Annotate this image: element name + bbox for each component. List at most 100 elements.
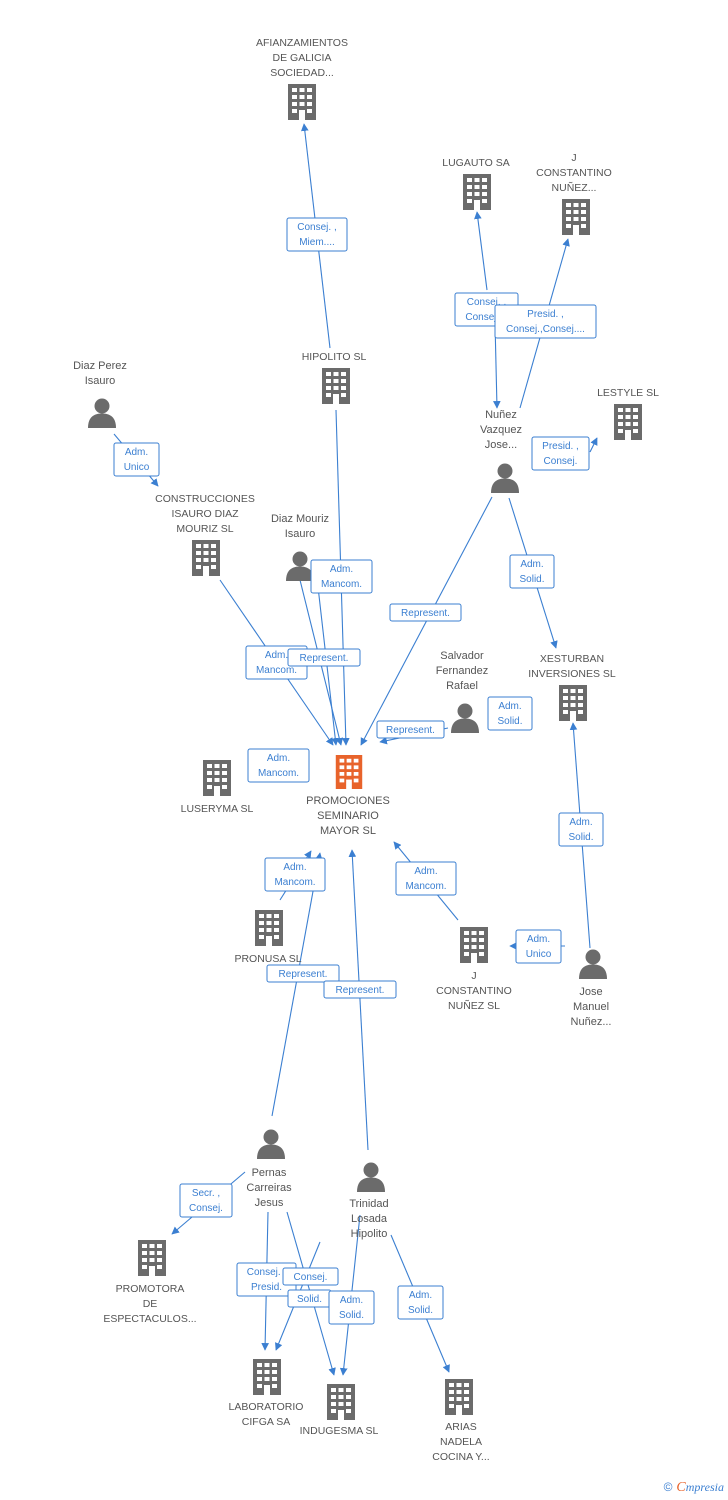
relation-tag-text: Consej. [189, 1203, 223, 1214]
relation-tag-text: Solid. [519, 574, 544, 585]
person-icon [491, 463, 519, 493]
node-label-line: HIPOLITO SL [302, 351, 367, 363]
relation-tag-box [558, 812, 604, 847]
relation-tag-text: Adm. [527, 934, 550, 945]
node-hipolito[interactable]: HIPOLITO SL [302, 351, 367, 404]
relation-tag[interactable]: Presid. ,Consej.,Consej.... [494, 304, 597, 339]
relation-tag-text: Solid. [497, 716, 522, 727]
node-lugauto[interactable]: LUGAUTO SA [442, 157, 510, 210]
relation-tag[interactable]: Secr. , Consej. [179, 1183, 233, 1218]
relation-tag[interactable]: Adm.Solid. [328, 1290, 375, 1325]
node-label-line: Hipolito [351, 1228, 388, 1240]
relation-tag-box [264, 857, 326, 892]
relation-tag-text: Solid. [297, 1294, 322, 1305]
relation-tag-box [531, 436, 590, 471]
relation-tag[interactable]: Adm.Solid. [487, 696, 533, 731]
building-icon [463, 174, 491, 210]
relation-tag-text: Represent. [401, 608, 450, 619]
node-luseryma[interactable]: LUSERYMA SL [181, 760, 254, 815]
node-label-line: Carreiras [246, 1182, 292, 1194]
node-label-line: Rafael [446, 680, 478, 692]
relation-tag-text: Secr. , [192, 1188, 220, 1199]
relation-tag-text: Consej. , [297, 222, 336, 233]
building-icon [192, 540, 220, 576]
node-indugesma[interactable]: INDUGESMA SL [300, 1384, 379, 1437]
node-label: PRONUSA SL [234, 953, 301, 965]
relation-tag-text: Represent. [279, 969, 328, 980]
relation-tag[interactable]: Represent. [389, 603, 462, 622]
relation-tag-text: Presid. , [542, 441, 579, 452]
relation-tag-text: Adm. [125, 447, 148, 458]
relation-tag-box [328, 1290, 375, 1325]
node-label-line: Diaz Mouriz [271, 513, 329, 525]
node-label-line: CONSTRUCCIONES [155, 493, 255, 505]
relation-tag[interactable]: Adm.Mancom. [264, 857, 326, 892]
node-label-line: LUSERYMA SL [181, 803, 254, 815]
relation-tag[interactable]: Represent. [376, 720, 445, 739]
relation-tag-text: Adm. [283, 862, 306, 873]
building-icon [255, 910, 283, 946]
relation-tag-box [487, 696, 533, 731]
relation-tag-text: Adm. [330, 564, 353, 575]
node-label-line: MAYOR SL [320, 825, 376, 837]
relation-tag-box [395, 861, 457, 896]
node-label-line: Isauro [85, 375, 116, 387]
node-label: INDUGESMA SL [300, 1425, 379, 1437]
node-label-line: INVERSIONES SL [528, 668, 616, 680]
relation-tag[interactable]: Adm.Mancom. [247, 748, 310, 783]
relation-tag[interactable]: Adm.Mancom. [395, 861, 457, 896]
node-lestyle[interactable]: LESTYLE SL [597, 387, 659, 440]
relation-tag[interactable]: Consej. ,Miem.... [286, 217, 348, 252]
node-label-line: Nuñez... [571, 1016, 612, 1028]
relation-tag[interactable]: Represent. [287, 648, 361, 667]
node-label-line: Nuñez [485, 409, 517, 421]
relation-tag[interactable]: Adm.Solid. [397, 1285, 444, 1320]
relation-tag-box [113, 442, 160, 477]
relation-tag[interactable]: Adm.Unico [515, 929, 562, 964]
relation-tag-text: Presid. [251, 1282, 282, 1293]
building-icon [327, 1384, 355, 1420]
relation-tag[interactable]: Adm.Solid. [509, 554, 555, 589]
node-label-line: SEMINARIO [317, 810, 379, 822]
relation-tag[interactable]: Represent. [266, 964, 340, 983]
relation-tag[interactable]: Adm.Solid. [558, 812, 604, 847]
relation-tag[interactable]: Represent. [323, 980, 397, 999]
node-label-line: Manuel [573, 1001, 609, 1013]
node-pronusa[interactable]: PRONUSA SL [234, 910, 302, 965]
relation-tag-text: Adm. [569, 817, 592, 828]
node-label-line: ESPECTACULOS... [103, 1313, 196, 1325]
node-label-line: ARIAS [445, 1421, 477, 1433]
relation-tag[interactable]: Consej. [282, 1267, 339, 1286]
relation-tag[interactable]: Presid. ,Consej. [531, 436, 590, 471]
node-label-line: NUÑEZ SL [448, 999, 500, 1012]
node-label-line: Jose [579, 986, 602, 998]
building-icon [562, 199, 590, 235]
relation-tag[interactable]: Adm.Mancom. [310, 559, 373, 594]
relation-tag[interactable]: Adm.Unico [113, 442, 160, 477]
relation-tag-box [247, 748, 310, 783]
relation-tag[interactable]: Solid. [287, 1289, 332, 1308]
person-icon [451, 703, 479, 733]
relation-tag-text: Consej.... [465, 312, 507, 323]
